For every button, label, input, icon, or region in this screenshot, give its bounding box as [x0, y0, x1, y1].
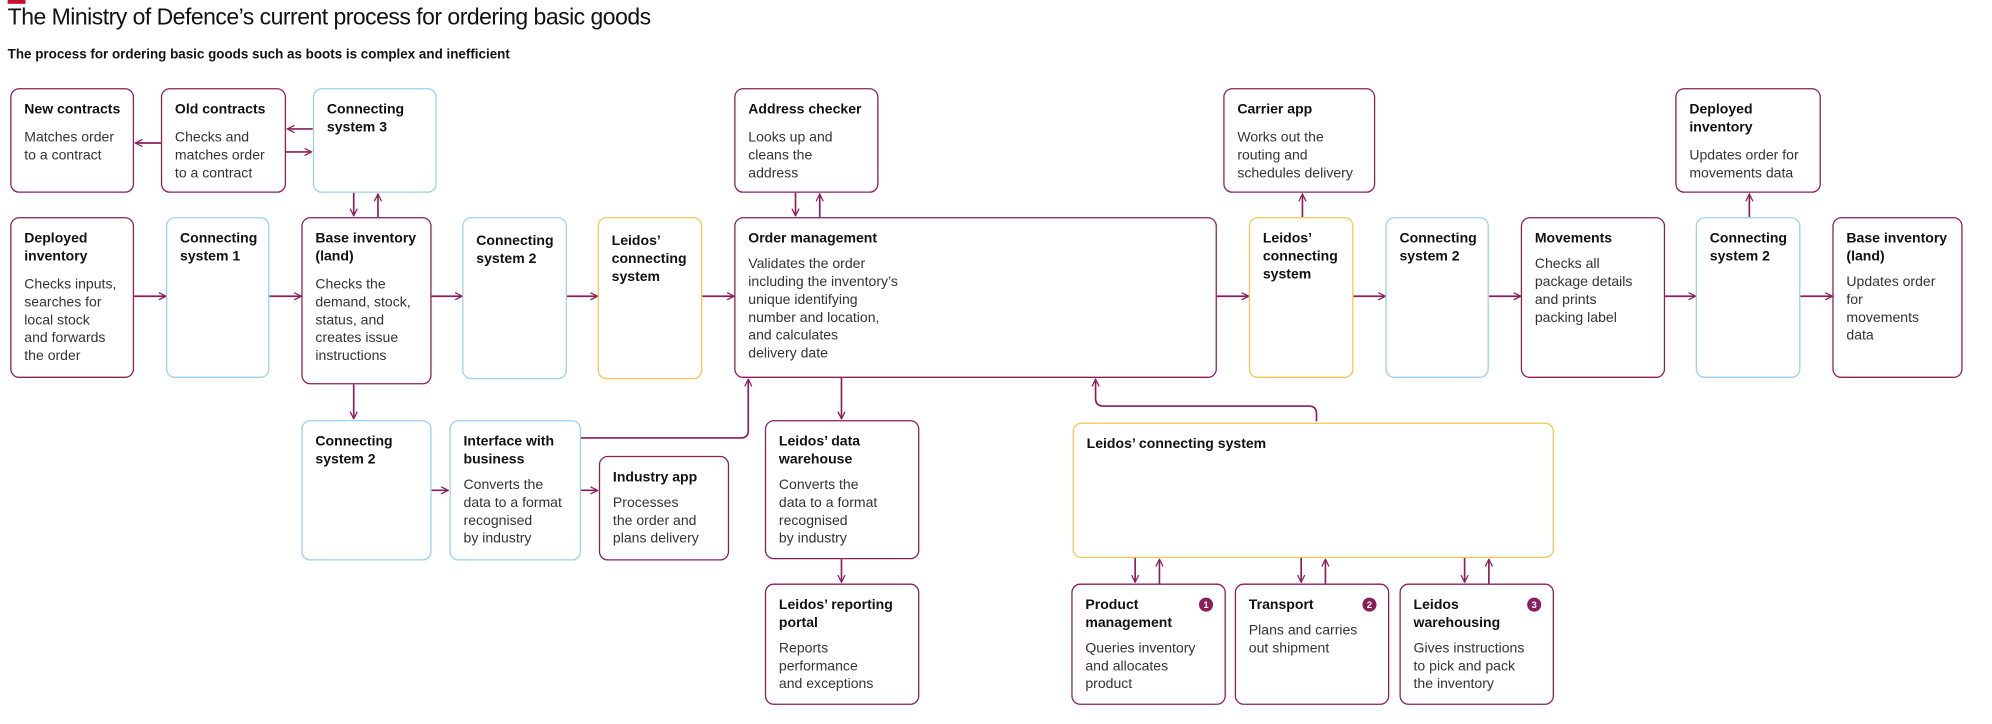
node-desc: Queries inventory and allocates product [1085, 641, 1196, 693]
node-title: Connecting system 2 [1399, 231, 1477, 265]
node-title: Base inventory (land) [315, 231, 417, 265]
node-title: Deployed inventory [24, 231, 88, 265]
node-connecting-system-2: Connecting system 2 [301, 420, 432, 561]
node-title: Leidos’ data warehouse [778, 434, 861, 468]
node-title: Transport [1248, 597, 1314, 613]
node-desc: Updates order for movements data [1689, 148, 1799, 182]
node-title: Leidos’ reporting portal [778, 597, 893, 631]
node-desc: Converts the data to a format recognised… [463, 477, 562, 547]
node-title: Interface with business [463, 434, 555, 468]
node-connecting-system-2: Connecting system 2 [1385, 217, 1489, 378]
node-title: Order management [748, 231, 878, 247]
node-title: Movements [1534, 231, 1613, 247]
node-desc: Checks all package details and prints pa… [1534, 256, 1633, 326]
node-title: Connecting system 2 [315, 434, 393, 468]
node-title: Product management [1085, 597, 1173, 631]
node-desc: Checks and matches order to a contract [174, 130, 265, 182]
step-badge: 3 [1527, 597, 1542, 612]
node-title: Connecting system 3 [326, 102, 405, 136]
step-badge: 2 [1362, 597, 1377, 612]
node-title: Carrier app [1237, 102, 1313, 118]
node-leidos-connecting-system: Leidos’ connecting system [1248, 217, 1354, 378]
node-title: Connecting system 2 [1709, 231, 1788, 265]
node-title: Leidos warehousing [1413, 597, 1501, 631]
node-desc: Looks up and cleans the address [748, 130, 833, 182]
node-title: New contracts [24, 102, 121, 118]
node-title: Connecting system 1 [180, 231, 258, 265]
node-desc: Processes the order and plans delivery [612, 495, 699, 547]
node-leidos-connecting-system: Leidos’ connecting system [597, 217, 703, 380]
node-connecting-system-2: Connecting system 2 [462, 217, 567, 380]
node-title: Base inventory (land) [1846, 231, 1948, 265]
page-subtitle: The process for ordering basic goods suc… [7, 47, 510, 63]
node-base-inventory-updates: Base inventory (land) Updates order for m… [1832, 217, 1963, 378]
node-desc: Gives instructions to pick and pack the … [1413, 641, 1525, 693]
node-title: Leidos’ connecting system [1262, 231, 1338, 283]
node-title: Industry app [612, 469, 698, 486]
node-leidos-connecting-system-main: Leidos’ connecting system [1072, 422, 1554, 559]
page-title: The Ministry of Defence’s current proces… [7, 3, 651, 30]
node-connecting-system-1: Connecting system 1 [165, 217, 270, 378]
arrow [580, 379, 748, 439]
node-title: Old contracts [174, 102, 266, 118]
node-connecting-system-3: Connecting system 3 [312, 88, 437, 193]
node-title: Connecting system 2 [476, 233, 554, 267]
arrow [1096, 379, 1318, 422]
node-title: Deployed inventory [1689, 102, 1753, 136]
accent-mark [7, 0, 26, 4]
node-desc: Checks the demand, stock, status, and cr… [315, 277, 411, 364]
node-desc: Updates order for movements data [1846, 274, 1936, 344]
node-title: Leidos’ connecting system [611, 233, 687, 285]
node-desc: Works out the routing and schedules deli… [1237, 130, 1353, 182]
node-desc: Converts the data to a format recognised… [778, 477, 878, 547]
node-connecting-system-2: Connecting system 2 [1695, 217, 1801, 378]
node-title: Address checker [748, 102, 862, 118]
node-desc: Matches order to a contract [24, 130, 115, 164]
node-desc: Validates the order including the invent… [748, 256, 898, 362]
step-badge: 1 [1199, 597, 1214, 612]
node-desc: Checks inputs, searches for local stock … [24, 277, 117, 364]
node-desc: Reports performance and exceptions [778, 641, 874, 693]
node-desc: Plans and carries out shipment [1248, 623, 1358, 657]
node-title: Leidos’ connecting system [1086, 436, 1267, 453]
node-base-inventory: Base inventory (land) Checks the demand, … [301, 217, 432, 385]
